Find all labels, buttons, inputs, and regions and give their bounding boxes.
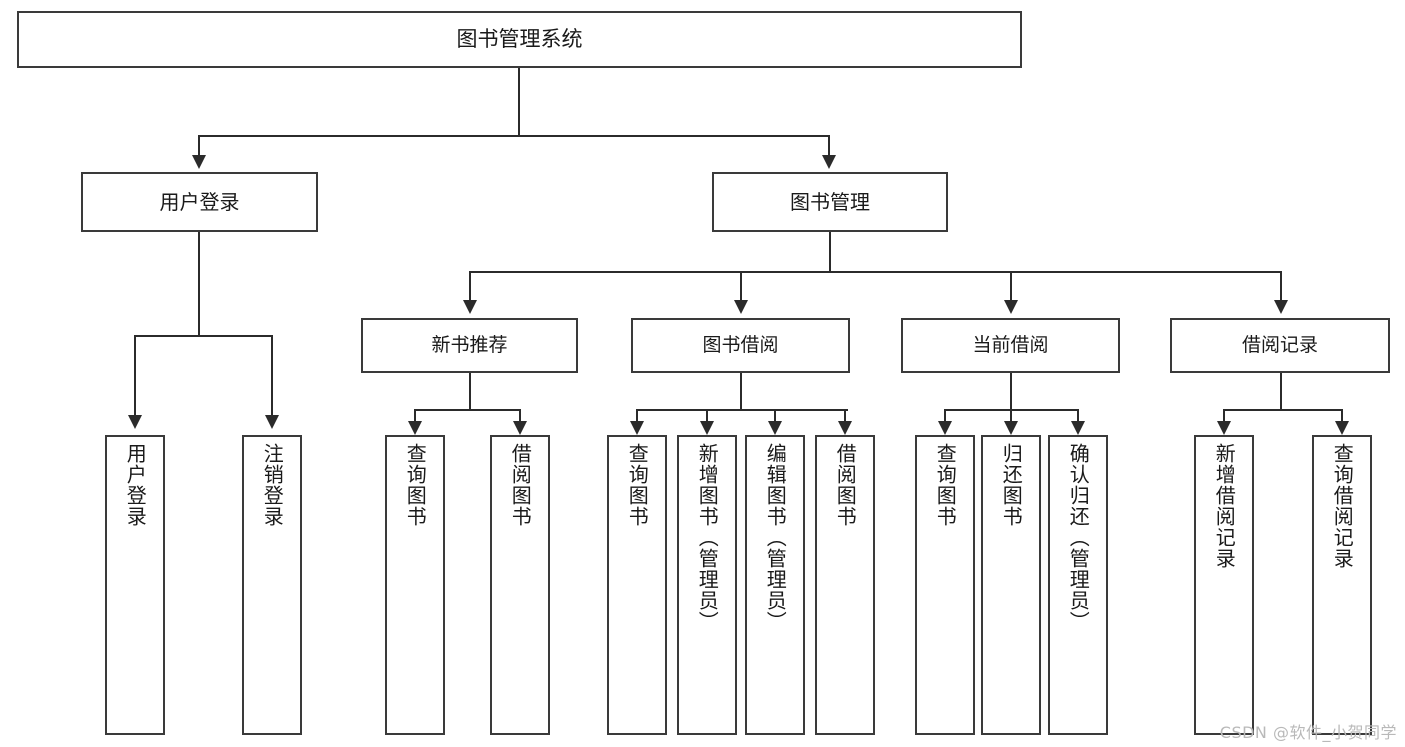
node-label: 新增图书（管理员） <box>695 443 720 632</box>
connector-current-borrow-to-leaf-2 <box>1077 409 1079 421</box>
connector-book-management-stem <box>829 232 831 271</box>
connector-borrow-records-stem <box>1280 373 1282 409</box>
node-label: 图书借阅 <box>702 333 779 356</box>
connector-bm-to-lvl2-0 <box>469 271 471 300</box>
arrow-user-login-to-leaf-0 <box>128 415 142 429</box>
arrow-user-login-to-leaf-1 <box>265 415 279 429</box>
connector-book-borrow-to-leaf-3 <box>844 409 846 421</box>
connector-user-login-bar <box>134 335 272 337</box>
arrow-book-borrow-to-leaf-0 <box>630 421 644 435</box>
leaf-borrow-records-add-record[interactable]: 新增借阅记录 <box>1194 435 1254 735</box>
leaf-new-book-borrow-book[interactable]: 借阅图书 <box>490 435 550 735</box>
node-label: 查询图书 <box>403 443 428 527</box>
node-user-login[interactable]: 用户登录 <box>81 172 318 232</box>
node-label: 借阅图书 <box>508 443 533 527</box>
connector-new-book-bar <box>414 409 521 411</box>
node-label: 用户登录 <box>159 189 240 214</box>
node-label: 编辑图书（管理员） <box>763 443 788 632</box>
connector-borrow-records-to-leaf-1 <box>1341 409 1343 421</box>
leaf-book-borrow-add-book-admin[interactable]: 新增图书（管理员） <box>677 435 737 735</box>
arrow-new-book-to-leaf-1 <box>513 421 527 435</box>
arrow-book-borrow-to-leaf-2 <box>768 421 782 435</box>
connector-current-borrow-to-leaf-0 <box>944 409 946 421</box>
node-label: 图书管理 <box>790 189 870 214</box>
connector-book-borrow-to-leaf-2 <box>774 409 776 421</box>
connector-user-login-to-leaf-1 <box>271 335 273 415</box>
node-root-book-management-system[interactable]: 图书管理系统 <box>17 11 1022 68</box>
connector-new-book-to-leaf-1 <box>519 409 521 421</box>
leaf-borrow-records-query-record[interactable]: 查询借阅记录 <box>1312 435 1372 735</box>
leaf-current-borrow-return-book[interactable]: 归还图书 <box>981 435 1041 735</box>
leaf-book-borrow-edit-book-admin[interactable]: 编辑图书（管理员） <box>745 435 805 735</box>
node-label: 当前借阅 <box>972 333 1049 356</box>
arrow-bm-to-lvl2-0 <box>463 300 477 314</box>
connector-book-borrow-to-leaf-1 <box>706 409 708 421</box>
connector-root-stem <box>518 68 520 135</box>
node-label: 新增借阅记录 <box>1212 443 1237 569</box>
arrow-bm-to-lvl2-1 <box>734 300 748 314</box>
node-book-management[interactable]: 图书管理 <box>712 172 948 232</box>
node-label: 图书管理系统 <box>456 27 583 52</box>
arrow-borrow-records-to-leaf-1 <box>1335 421 1349 435</box>
node-current-borrow[interactable]: 当前借阅 <box>901 318 1120 373</box>
connector-new-book-to-leaf-0 <box>414 409 416 421</box>
leaf-book-borrow-query-book[interactable]: 查询图书 <box>607 435 667 735</box>
arrow-current-borrow-to-leaf-0 <box>938 421 952 435</box>
connector-current-borrow-to-leaf-1 <box>1010 409 1012 421</box>
node-borrow-records[interactable]: 借阅记录 <box>1170 318 1390 373</box>
connector-root-bar <box>198 135 830 137</box>
connector-bm-to-lvl2-2 <box>1010 271 1012 300</box>
connector-borrow-records-to-leaf-0 <box>1223 409 1225 421</box>
connector-borrow-records-bar <box>1223 409 1343 411</box>
node-label: 查询图书 <box>933 443 958 527</box>
arrow-book-borrow-to-leaf-1 <box>700 421 714 435</box>
connector-bm-to-lvl2-3 <box>1280 271 1282 300</box>
connector-user-login-stem <box>198 232 200 335</box>
watermark-text: CSDN @软件_小贺同学 <box>1219 723 1397 742</box>
node-label: 新书推荐 <box>431 333 508 356</box>
arrow-root-to-user-login <box>192 155 206 169</box>
connector-root-to-user-login <box>198 135 200 155</box>
node-label: 归还图书 <box>999 443 1024 527</box>
connector-bm-to-lvl2-1 <box>740 271 742 300</box>
leaf-current-borrow-query-book[interactable]: 查询图书 <box>915 435 975 735</box>
node-label: 注销登录 <box>260 443 285 527</box>
connector-book-borrow-bar <box>636 409 848 411</box>
arrow-current-borrow-to-leaf-2 <box>1071 421 1085 435</box>
arrow-bm-to-lvl2-3 <box>1274 300 1288 314</box>
node-book-borrow[interactable]: 图书借阅 <box>631 318 850 373</box>
node-label: 用户登录 <box>123 443 148 527</box>
connector-book-management-bar <box>469 271 1281 273</box>
connector-book-borrow-to-leaf-0 <box>636 409 638 421</box>
leaf-current-borrow-confirm-return-admin[interactable]: 确认归还（管理员） <box>1048 435 1108 735</box>
arrow-root-to-book-management <box>822 155 836 169</box>
connector-new-book-stem <box>469 373 471 409</box>
node-label: 借阅图书 <box>833 443 858 527</box>
arrow-book-borrow-to-leaf-3 <box>838 421 852 435</box>
connector-root-to-book-management <box>828 135 830 155</box>
arrow-new-book-to-leaf-0 <box>408 421 422 435</box>
node-label: 查询图书 <box>625 443 650 527</box>
connector-current-borrow-stem <box>1010 373 1012 409</box>
arrow-current-borrow-to-leaf-1 <box>1004 421 1018 435</box>
node-label: 借阅记录 <box>1241 333 1318 356</box>
leaf-user-login-login[interactable]: 用户登录 <box>105 435 165 735</box>
leaf-user-login-logout[interactable]: 注销登录 <box>242 435 302 735</box>
arrow-borrow-records-to-leaf-0 <box>1217 421 1231 435</box>
leaf-new-book-query-book[interactable]: 查询图书 <box>385 435 445 735</box>
leaf-book-borrow-borrow-book[interactable]: 借阅图书 <box>815 435 875 735</box>
connector-user-login-to-leaf-0 <box>134 335 136 415</box>
node-new-book-recommend[interactable]: 新书推荐 <box>361 318 578 373</box>
node-label: 查询借阅记录 <box>1330 443 1355 569</box>
arrow-bm-to-lvl2-2 <box>1004 300 1018 314</box>
node-label: 确认归还（管理员） <box>1066 443 1091 632</box>
connector-book-borrow-stem <box>740 373 742 409</box>
